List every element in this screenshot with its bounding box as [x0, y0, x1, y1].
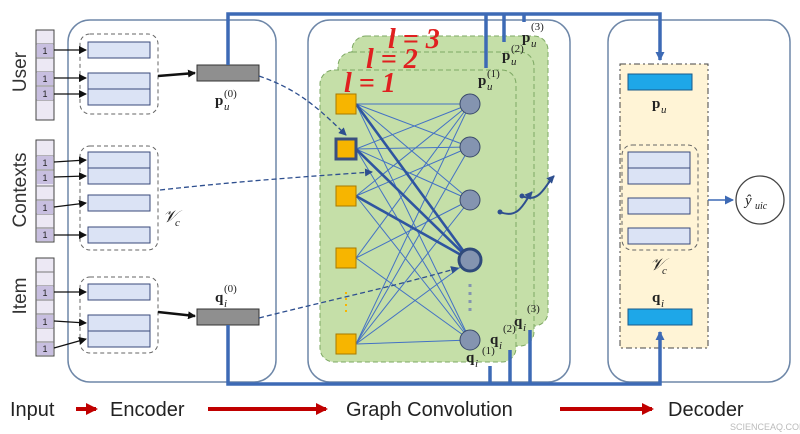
decoder-user-bar [627, 73, 693, 91]
svg-text:(2): (2) [511, 43, 524, 55]
layer-skip-arrow-2 [521, 175, 555, 199]
svg-text:i: i [224, 298, 227, 310]
item-encode-arrow [157, 310, 196, 320]
pipeline-decoder: Decoder [668, 399, 744, 421]
decoder-context-bars [627, 151, 691, 245]
svg-text:1: 1 [42, 344, 47, 354]
decoder-panel [607, 19, 791, 383]
svg-text:1: 1 [42, 317, 47, 327]
svg-text:u: u [661, 104, 667, 116]
lookup-arrows [53, 46, 87, 349]
item-embedding-group [79, 276, 159, 354]
decoder-item-bar [627, 308, 693, 326]
output-node [735, 175, 785, 225]
entity-nodes [457, 93, 483, 351]
layer-skip-arrow-1 [499, 191, 533, 215]
svg-text:(3): (3) [531, 21, 544, 33]
context-embedding-group [79, 145, 159, 251]
svg-text:(1): (1) [482, 345, 495, 357]
item-layer-label-3: q i (3) [514, 303, 540, 334]
svg-text:1: 1 [42, 203, 47, 213]
contexts-label: Contexts [10, 153, 31, 228]
user-layer-label-1: p u (1) [478, 68, 500, 93]
svg-text:ŷ: ŷ [743, 193, 752, 209]
graph-edges-highlighted [354, 103, 472, 262]
svg-text:i: i [499, 340, 502, 352]
svg-text:c: c [175, 217, 180, 229]
context-set-label: 𝒱 c [163, 207, 183, 229]
svg-text:q: q [215, 290, 224, 306]
svg-text:(3): (3) [527, 303, 540, 315]
svg-text:i: i [523, 322, 526, 334]
svg-text:(1): (1) [487, 68, 500, 80]
svg-text:(0): (0) [224, 283, 237, 295]
svg-text:1: 1 [42, 89, 47, 99]
svg-text:1: 1 [42, 288, 47, 298]
svg-text:1: 1 [42, 230, 47, 240]
svg-text:q: q [514, 314, 523, 330]
encoder-embedding-bars [87, 41, 151, 348]
pipeline-input: Input [10, 399, 55, 421]
output-label: ŷ uic [743, 193, 768, 212]
svg-text:(2): (2) [503, 323, 516, 335]
graph-panel [307, 19, 571, 383]
svg-text:𝒱: 𝒱 [163, 207, 183, 226]
svg-text:1: 1 [42, 46, 47, 56]
layer-label-2: l = 2 [366, 44, 418, 75]
svg-text:p: p [502, 48, 510, 64]
item-encoded-label: q i (0) [215, 283, 237, 310]
context-to-graph-dashed [159, 168, 373, 191]
context-onehot-vector [35, 139, 55, 243]
skip-connections [226, 12, 665, 386]
pipeline-graph-convolution: Graph Convolution [346, 399, 513, 421]
user-encoded-bar [196, 64, 260, 82]
svg-text:i: i [475, 358, 478, 370]
user-layer-label-3: p u (3) [522, 21, 544, 50]
svg-text:p: p [478, 73, 486, 89]
svg-text:u: u [487, 81, 493, 93]
user-onehot-vector [35, 29, 55, 121]
user-label: User [10, 51, 31, 92]
svg-text:p: p [652, 96, 660, 112]
decoder-context-group [621, 144, 699, 251]
onehot-ones: 1 1 1 1 1 1 1 1 1 1 [42, 46, 47, 354]
context-nodes [334, 93, 358, 355]
pipeline-encoder: Encoder [110, 399, 185, 421]
decoder-item-label: q i [652, 290, 664, 310]
decoder-user-label: p u [652, 96, 667, 116]
item-onehot-vector [35, 257, 55, 357]
item-to-graph-dashed [258, 266, 459, 319]
svg-text:i: i [661, 298, 664, 310]
item-layer-label-1: q i (1) [466, 345, 495, 370]
svg-text:u: u [511, 56, 517, 68]
svg-text:1: 1 [42, 158, 47, 168]
item-label: Item [10, 278, 31, 315]
encoder-panel [67, 19, 277, 383]
svg-text:1: 1 [42, 173, 47, 183]
svg-text:uic: uic [755, 201, 768, 212]
user-encode-arrow [157, 69, 196, 78]
svg-text:(0): (0) [224, 88, 237, 100]
svg-text:q: q [652, 290, 661, 306]
svg-text:p: p [215, 93, 223, 109]
layer-label-3: l = 3 [388, 24, 440, 55]
svg-text:u: u [531, 38, 537, 50]
item-layer-label-2: q i (2) [490, 323, 516, 352]
svg-text:c: c [662, 265, 667, 277]
svg-text:1: 1 [42, 74, 47, 84]
svg-text:q: q [466, 350, 475, 366]
user-layer-label-2: p u (2) [502, 43, 524, 68]
svg-text:q: q [490, 332, 499, 348]
user-encoded-label: p u (0) [215, 88, 237, 113]
watermark: SCIENCEAQ.COM [730, 422, 800, 432]
svg-text:p: p [522, 30, 530, 46]
svg-text:u: u [224, 101, 230, 113]
item-encoded-bar [196, 308, 260, 326]
